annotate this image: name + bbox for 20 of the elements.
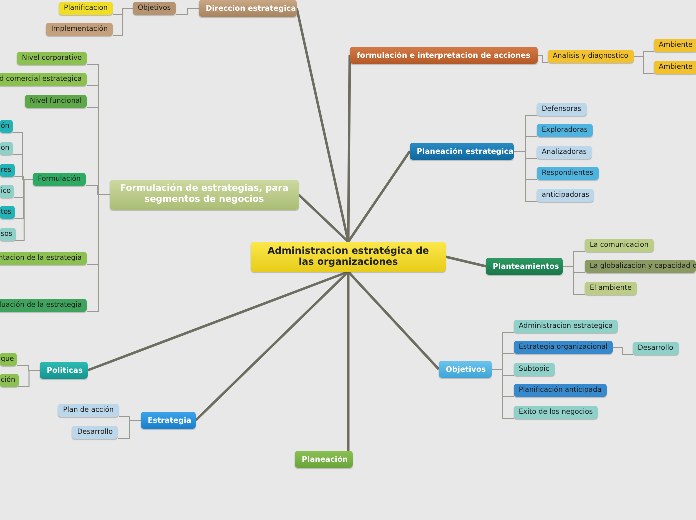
central-topic: Administracion estratégica de las organizaciones (251, 242, 446, 272)
connector-line (492, 369, 514, 419)
connector-line (347, 272, 350, 451)
connector-line (612, 347, 634, 355)
connector-line (18, 370, 40, 387)
connector-line (537, 55, 548, 63)
connector-line (15, 179, 34, 241)
connector-line (562, 266, 586, 295)
connector-line (88, 270, 349, 372)
connector-line (446, 256, 486, 268)
main-topic: Formulación de estrategias, para segmentos de negocios (110, 180, 299, 210)
connector-line (348, 271, 440, 370)
connector-line (86, 194, 110, 312)
connector-line (347, 56, 352, 242)
connector-line (633, 56, 654, 74)
connector-line (347, 150, 412, 243)
connector-line (112, 8, 134, 36)
connector-line (176, 8, 200, 15)
connector-line (195, 271, 350, 422)
connector-line (298, 194, 350, 243)
